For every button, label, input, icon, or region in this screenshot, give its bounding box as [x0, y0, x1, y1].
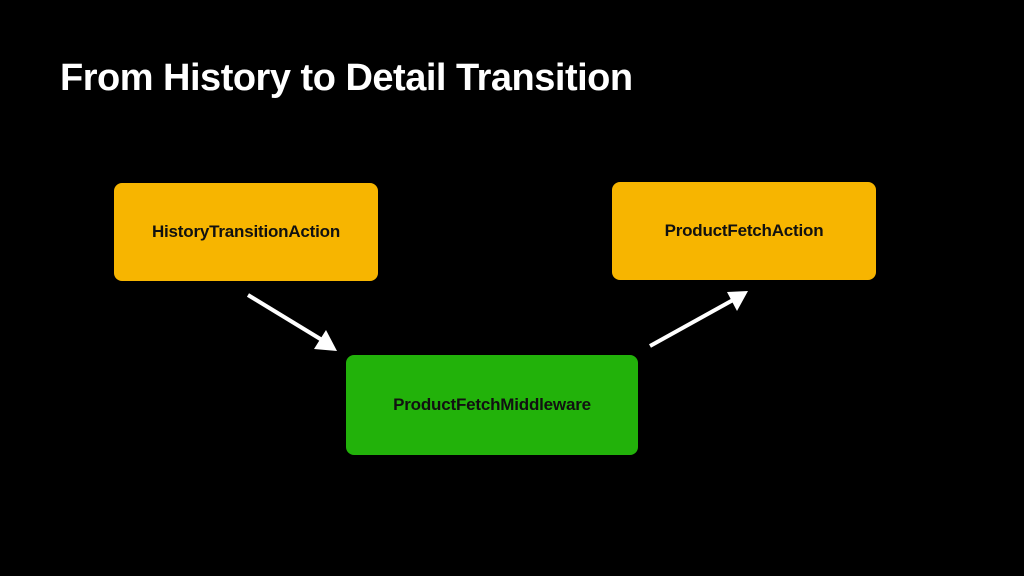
- product-fetch-action-node: ProductFetchAction: [612, 182, 876, 280]
- slide-title: From History to Detail Transition: [60, 57, 633, 99]
- arrow-history-to-middleware: [246, 293, 337, 351]
- arrow-middleware-to-action: [649, 291, 748, 348]
- arrow-history-to-middleware-head: [314, 330, 337, 351]
- product-fetch-middleware-node: ProductFetchMiddleware: [346, 355, 638, 455]
- history-transition-action-node: HistoryTransitionAction: [114, 183, 378, 281]
- product-fetch-action-label: ProductFetchAction: [664, 221, 824, 240]
- product-fetch-middleware-label: ProductFetchMiddleware: [393, 395, 591, 414]
- arrow-middleware-to-action-shaft: [649, 298, 734, 348]
- arrow-middleware-to-action-head: [727, 291, 748, 311]
- history-transition-action-label: HistoryTransitionAction: [151, 222, 341, 241]
- arrow-history-to-middleware-shaft: [246, 293, 324, 342]
